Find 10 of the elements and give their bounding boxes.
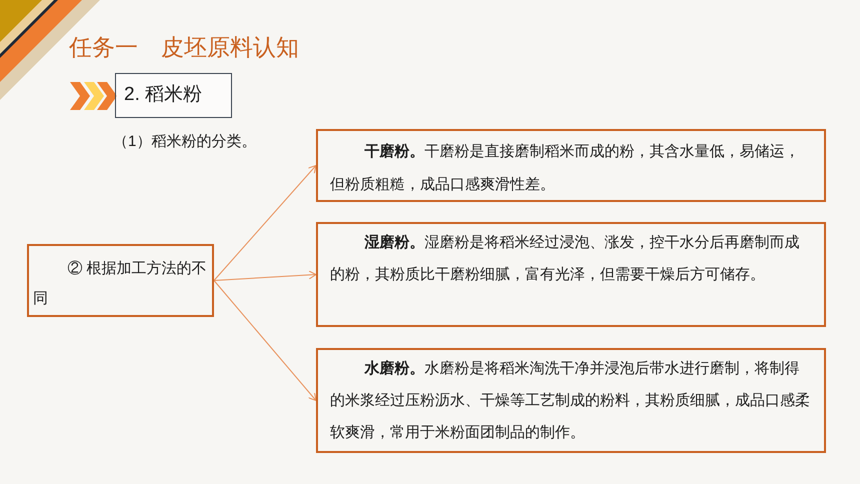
- arrow: [214, 270, 316, 281]
- slide-title: 任务一 皮坯原料认知: [69, 33, 299, 62]
- text-box: ② 根据加工方法的不同: [27, 244, 214, 317]
- text-box: 干磨粉。干磨粉是直接磨制稻米而成的粉，其含水量低，易储运，但粉质粗糙，成品口感爽滑性差。: [316, 129, 826, 202]
- subheading-text: （1）稻米粉的分类。: [113, 132, 256, 152]
- arrow: [214, 280, 316, 401]
- arrow: [214, 165, 316, 281]
- text-box: 水磨粉。水磨粉是将稻米淘洗干净并浸泡后带水进行磨制，将制得的米浆经过压粉沥水、干燥等工艺制成的粉料，其粉质细腻，成品口感柔软爽滑，常用于米粉面团制品的制作。: [316, 348, 826, 453]
- text-box: 湿磨粉。湿磨粉是将稻米经过浸泡、涨发，控干水分后再磨制而成的粉，其粉质比干磨粉细腻，富有光泽，但需要干燥后方可储存。: [316, 222, 826, 327]
- section-heading-box: 2. 稻米粉: [115, 73, 232, 118]
